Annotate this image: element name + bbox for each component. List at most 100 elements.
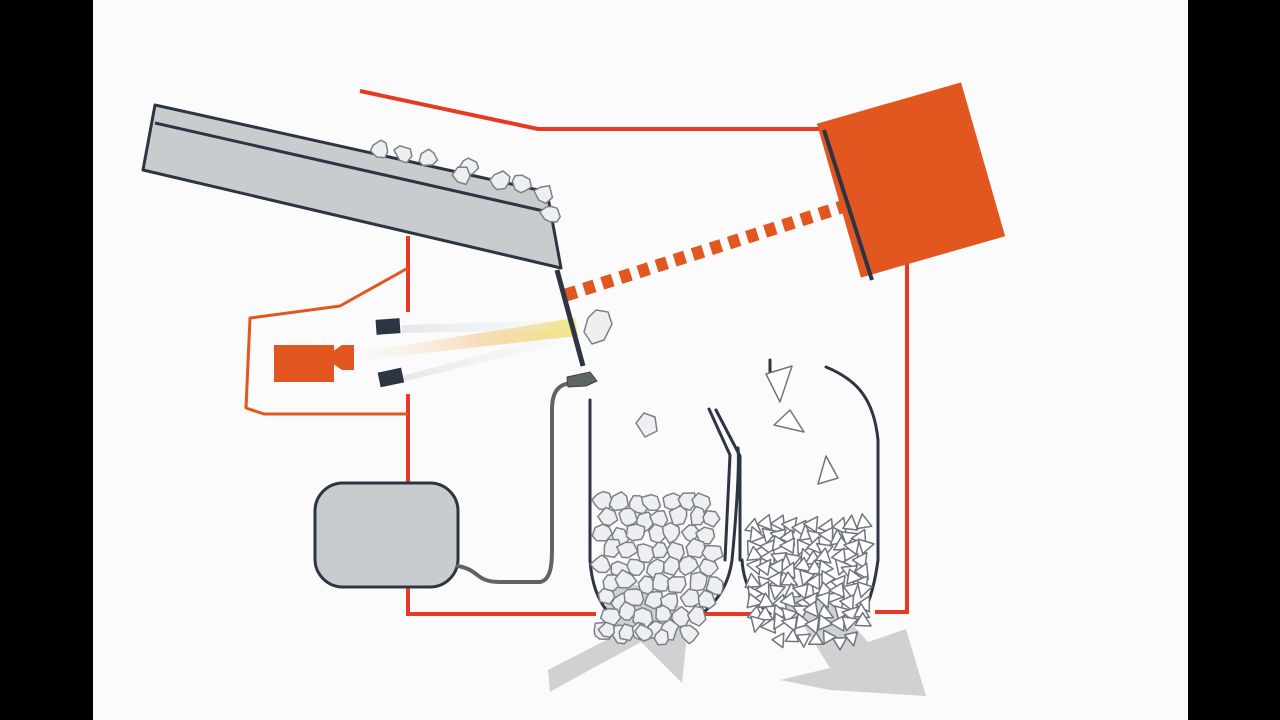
product-rocks <box>589 490 724 646</box>
rock-shard <box>841 616 859 632</box>
rock-shard <box>749 525 765 544</box>
rock <box>689 571 708 593</box>
rock-shard <box>779 591 797 609</box>
rock-shard <box>805 559 823 575</box>
control-unit <box>816 82 1006 278</box>
light-beams <box>360 318 578 382</box>
rock-shard <box>802 515 819 534</box>
rock-shard <box>843 631 859 647</box>
rock <box>702 510 721 528</box>
rock-shard <box>815 591 831 609</box>
rock <box>652 572 671 592</box>
rock <box>689 505 707 526</box>
rock-shard <box>821 570 836 588</box>
rock-shard <box>854 611 872 627</box>
rock <box>451 166 471 186</box>
rock <box>603 538 623 559</box>
rock <box>615 541 639 559</box>
rock <box>677 492 697 512</box>
rock <box>705 575 724 596</box>
rock <box>625 523 646 542</box>
rock <box>618 600 637 622</box>
rock-shard <box>756 513 773 531</box>
rock-shard <box>793 556 812 573</box>
rock-shard <box>856 581 873 599</box>
rock <box>597 506 619 527</box>
rock-shard <box>769 584 786 601</box>
rock-shard <box>842 582 860 600</box>
rock <box>668 504 688 527</box>
rock <box>618 507 639 527</box>
rock-shard <box>773 612 789 630</box>
ore-sensor-icon <box>377 367 405 388</box>
chute-drop-plate <box>554 269 586 367</box>
rock <box>679 624 700 645</box>
rock-shard <box>843 539 860 556</box>
rock-shard <box>770 551 788 568</box>
rock <box>589 554 612 574</box>
rock-shard <box>853 562 869 581</box>
rock <box>636 543 657 564</box>
rock-shard <box>842 514 859 531</box>
air-tank-icon <box>313 481 460 589</box>
rock <box>651 541 669 559</box>
sorter-housing <box>359 89 909 616</box>
camera-icon <box>274 345 354 382</box>
ore-sensor-icon <box>375 318 401 335</box>
rock <box>511 174 533 194</box>
rock-shard <box>822 629 837 645</box>
rock <box>666 575 687 594</box>
rock <box>679 588 702 608</box>
rock-shard <box>828 582 845 599</box>
sorter-diagram <box>93 0 1188 720</box>
rock-shard <box>804 616 820 635</box>
feed-rocks <box>369 139 561 223</box>
rock <box>695 526 716 545</box>
rock <box>539 205 561 223</box>
rock <box>369 139 389 159</box>
rock <box>614 569 638 589</box>
rock-shard <box>746 592 764 609</box>
rock-shard <box>750 615 766 633</box>
rock-shard <box>744 572 762 589</box>
rock-shard <box>792 583 809 600</box>
rock-shard <box>857 538 875 555</box>
rock-shard <box>817 614 834 631</box>
rock <box>591 523 613 542</box>
rock-shard <box>796 633 812 648</box>
rock-shard <box>766 571 783 589</box>
rock-shard <box>771 535 789 552</box>
rock-shard <box>832 636 848 651</box>
rock-shard <box>855 513 873 530</box>
rock-shard <box>784 552 802 570</box>
rock <box>597 587 616 605</box>
rock-shard <box>768 558 784 577</box>
rock <box>663 555 681 577</box>
rock-shard <box>839 594 855 612</box>
camera-enclosure <box>244 266 409 416</box>
rock <box>623 588 645 607</box>
output-arrow-waste <box>771 596 926 696</box>
rock-shard <box>851 551 868 569</box>
rock <box>418 148 439 167</box>
rock <box>393 145 413 164</box>
splitter-divider <box>707 407 742 562</box>
falling-rock <box>583 309 613 345</box>
rock <box>686 605 707 627</box>
rock-shard <box>779 537 796 554</box>
waste-rocks <box>744 513 875 651</box>
rock <box>697 589 717 610</box>
air-nozzle-icon <box>566 371 598 388</box>
rock-shard <box>746 545 764 562</box>
air-hose <box>456 381 574 584</box>
rock-shard <box>807 632 824 646</box>
rock <box>634 623 654 642</box>
rock-shard <box>818 526 834 544</box>
rock <box>489 170 511 191</box>
rock <box>661 521 681 544</box>
rock <box>698 558 719 577</box>
rock-shard <box>802 600 819 618</box>
rock <box>640 493 662 512</box>
rock-shard <box>780 571 799 586</box>
